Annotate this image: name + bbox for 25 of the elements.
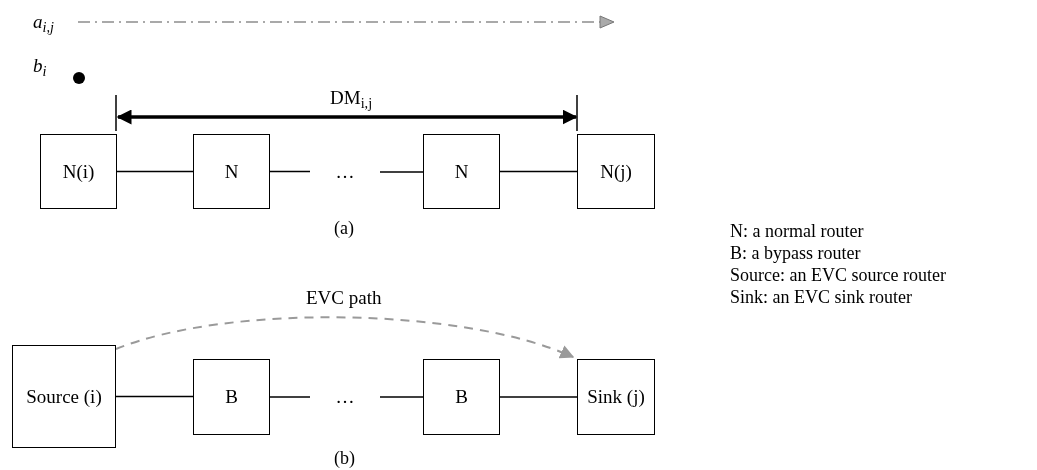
key-text: Source: an EVC source router [730, 264, 946, 286]
connector-line [499, 396, 578, 398]
router-box: N(i) [40, 134, 117, 209]
router-box: Source (i) [12, 345, 116, 448]
router-box: N [193, 134, 270, 209]
router-box: B [193, 359, 270, 435]
double-arrow [116, 109, 578, 125]
legend-label: b$_{i}$ [33, 56, 47, 75]
router-box: Sink (j) [577, 359, 655, 435]
subfigure-label: (a) [334, 219, 354, 237]
router-box: N [423, 134, 500, 209]
key-text: N: a normal router [730, 220, 865, 242]
key-text: B: a bypass router [730, 242, 862, 264]
connector-line [379, 171, 424, 173]
connector-line [269, 396, 311, 398]
connector-line [379, 396, 424, 398]
key-text: Sink: an EVC sink router [730, 286, 913, 308]
router-box: N(j) [577, 134, 655, 209]
dashed-arrow [115, 316, 575, 359]
connector-line [116, 170, 194, 173]
connector-line [269, 170, 311, 173]
subfigure-label: (b) [334, 449, 355, 467]
connector-line [499, 170, 578, 173]
router-box: B [423, 359, 500, 435]
connector-line [115, 395, 194, 398]
